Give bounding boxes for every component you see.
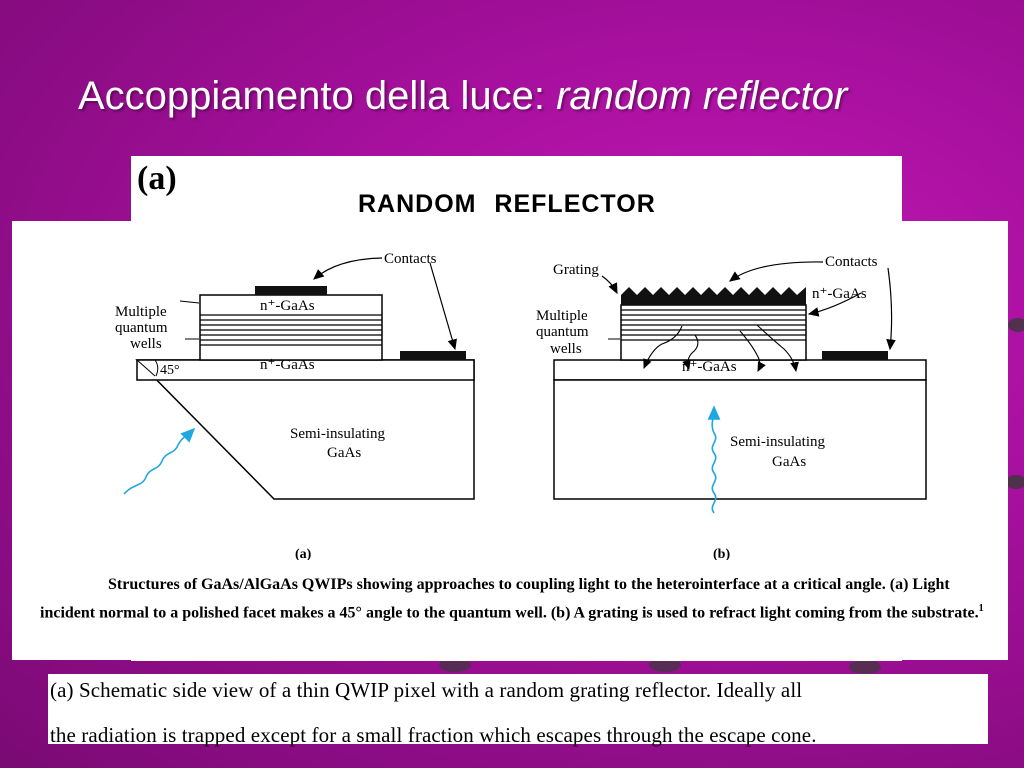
figure-caption-ref: 1	[978, 603, 984, 614]
title-italic: random reflector	[556, 74, 848, 118]
left-substrate-line1: Semi-insulating	[290, 426, 385, 442]
figure-panel-label: (a)	[137, 160, 177, 197]
right-substrate-line2: GaAs	[772, 454, 806, 470]
figure-heading: RANDOM REFLECTOR	[358, 190, 656, 218]
right-mqw-line3: wells	[550, 341, 582, 357]
left-top-layer-label: n⁺-GaAs	[260, 298, 315, 314]
right-substrate-line1: Semi-insulating	[730, 434, 825, 450]
right-sub-label: (b)	[713, 547, 730, 560]
angle-label: 45°	[160, 363, 180, 378]
note-line-2: the radiation is trapped except for a sm…	[50, 723, 817, 747]
note-line-1: (a) Schematic side view of a thin QWIP p…	[50, 678, 803, 702]
device-b	[553, 261, 927, 514]
figure-caption: Structures of GaAs/AlGaAs QWIPs showing …	[40, 573, 1005, 625]
grating-label: Grating	[553, 262, 599, 278]
right-top-layer-label: n⁺-GaAs	[812, 286, 867, 302]
figure-caption-text: Structures of GaAs/AlGaAs QWIPs showing …	[40, 576, 979, 622]
qwip-diagram: Contacts n⁺-GaAs Multiple quantum wells …	[115, 251, 927, 560]
left-contacts-label: Contacts	[384, 251, 437, 267]
left-sub-label: (a)	[295, 547, 312, 560]
left-mqw-line2: quantum	[115, 320, 168, 336]
right-mqw-line2: quantum	[536, 324, 589, 340]
right-contacts-label: Contacts	[825, 254, 878, 270]
left-mqw-line3: wells	[130, 336, 162, 352]
left-bottom-layer-label: n⁺-GaAs	[260, 357, 315, 373]
left-mqw-line1: Multiple	[115, 304, 167, 320]
title-plain: Accoppiamento della luce:	[78, 74, 557, 118]
left-substrate-line2: GaAs	[327, 445, 361, 461]
right-bottom-layer-label: n⁺-GaAs	[682, 359, 737, 375]
explanatory-note: (a) Schematic side view of a thin QWIP p…	[48, 674, 988, 747]
slide-title: Accoppiamento della luce: random reflect…	[78, 74, 847, 119]
right-mqw-line1: Multiple	[536, 308, 588, 324]
device-a	[123, 257, 475, 500]
